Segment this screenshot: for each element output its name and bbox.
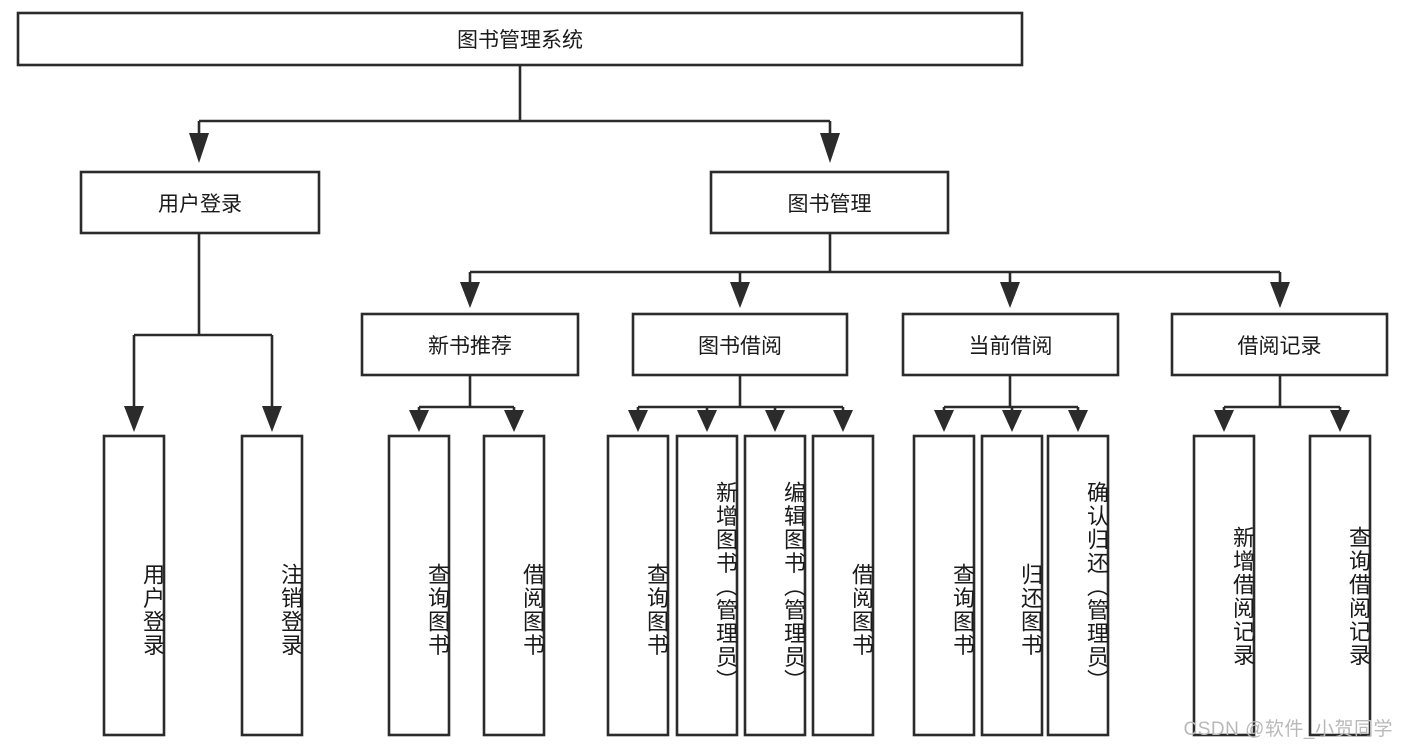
arrowhead-book-manage bbox=[820, 133, 840, 163]
arrowhead-leaf-borrow-book-2 bbox=[833, 410, 853, 432]
node-leaf-return-book-box[interactable] bbox=[980, 434, 1044, 737]
node-root-box[interactable] bbox=[16, 11, 1024, 67]
node-leaf-query-book-3-box[interactable] bbox=[912, 434, 976, 737]
arrowhead-current-borrow bbox=[1000, 282, 1020, 308]
node-leaf-confirm-return-box[interactable] bbox=[1046, 434, 1110, 737]
arrowhead-leaf-edit-book bbox=[765, 410, 785, 432]
arrowhead-leaf-query-book-3 bbox=[934, 410, 954, 432]
node-leaf-query-book-2-box[interactable] bbox=[606, 434, 670, 737]
node-leaf-borrow-book-2-box[interactable] bbox=[811, 434, 875, 737]
node-leaf-user-logout-box[interactable] bbox=[240, 434, 304, 737]
arrowhead-leaf-query-book-2 bbox=[628, 410, 648, 432]
node-leaf-query-book-1-box[interactable] bbox=[387, 434, 451, 737]
node-leaf-query-record-box[interactable] bbox=[1308, 434, 1372, 737]
arrowhead-user-login bbox=[189, 133, 209, 163]
node-leaf-edit-book-box[interactable] bbox=[743, 434, 807, 737]
node-leaf-borrow-book-1-box[interactable] bbox=[482, 434, 546, 737]
arrowhead-book-borrow bbox=[730, 282, 750, 308]
arrowhead-leaf-confirm-return bbox=[1068, 410, 1088, 432]
arrowhead-new-book-recommend bbox=[460, 282, 480, 308]
node-borrow-record-box[interactable] bbox=[1170, 312, 1389, 377]
csdn-watermark: CSDN @软件_小贺同学 bbox=[1183, 719, 1393, 740]
node-leaf-user-login-box[interactable] bbox=[102, 434, 166, 737]
arrowhead-leaf-add-book bbox=[697, 410, 717, 432]
arrowhead-leaf-return-book bbox=[1002, 410, 1022, 432]
arrowhead-leaf-query-book-1 bbox=[409, 410, 429, 432]
arrowhead-leaf-borrow-book-1 bbox=[504, 410, 524, 432]
node-book-manage-box[interactable] bbox=[709, 170, 950, 235]
node-leaf-add-book-box[interactable] bbox=[675, 434, 739, 737]
node-new-book-recommend-box[interactable] bbox=[360, 312, 580, 377]
arrowhead-leaf-user-logout bbox=[262, 406, 282, 432]
node-user-login-box[interactable] bbox=[79, 170, 321, 235]
node-leaf-add-record-box[interactable] bbox=[1192, 434, 1256, 737]
arrowhead-borrow-record bbox=[1270, 282, 1290, 308]
arrowhead-leaf-user-login bbox=[124, 406, 144, 432]
arrowhead-leaf-add-record bbox=[1214, 410, 1234, 432]
node-current-borrow-box[interactable] bbox=[901, 312, 1120, 377]
node-book-borrow-box[interactable] bbox=[631, 312, 849, 377]
arrowhead-leaf-query-record bbox=[1330, 410, 1350, 432]
